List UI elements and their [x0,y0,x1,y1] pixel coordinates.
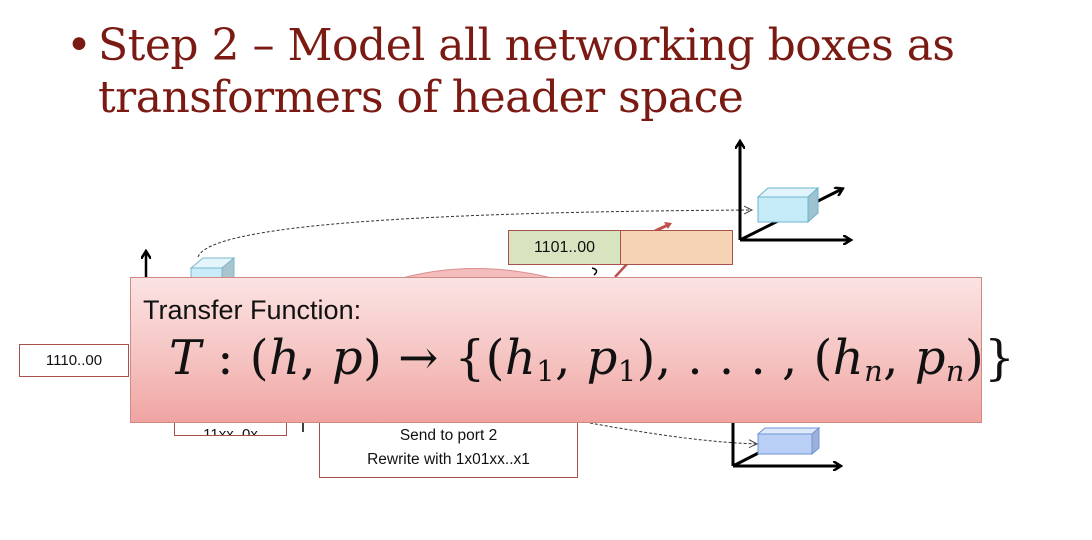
transfer-function-panel: Transfer Function: T : (h, p) → {(h1, p1… [130,277,1015,423]
match-header-box: 1101..00 [508,230,621,265]
red-connector-line [614,263,628,278]
action-line-2: Rewrite with 1x01xx..x1 [367,451,530,468]
transfer-function-formula: T : (h, p) → {(h1, p1), . . . , (hn, pn)… [169,330,1016,389]
input-header-text: 1110..00 [45,352,103,369]
input-header-box: 1110..00 [19,344,129,377]
bottom-right-header-cube-icon [756,426,821,456]
action-line-1: Send to port 2 [399,427,498,444]
transfer-function-title: Transfer Function: [143,295,362,325]
match-pattern-text: 11xx..0x [203,426,258,436]
match-header-text: 1101..00 [533,238,596,256]
top-right-header-cube-icon [756,186,820,224]
heading-line-1: Step 2 – Model all networking boxes as [98,20,955,71]
action-header-box [620,230,733,265]
heading-line-2: transformers of header space [98,72,744,123]
action-box: Send to port 2 Rewrite with 1x01xx..x1 [319,412,578,478]
bullet-marker: • [66,20,92,71]
dashed-mapping-arrow-top [197,210,752,258]
dashed-mapping-arrow-bottom [589,422,757,444]
